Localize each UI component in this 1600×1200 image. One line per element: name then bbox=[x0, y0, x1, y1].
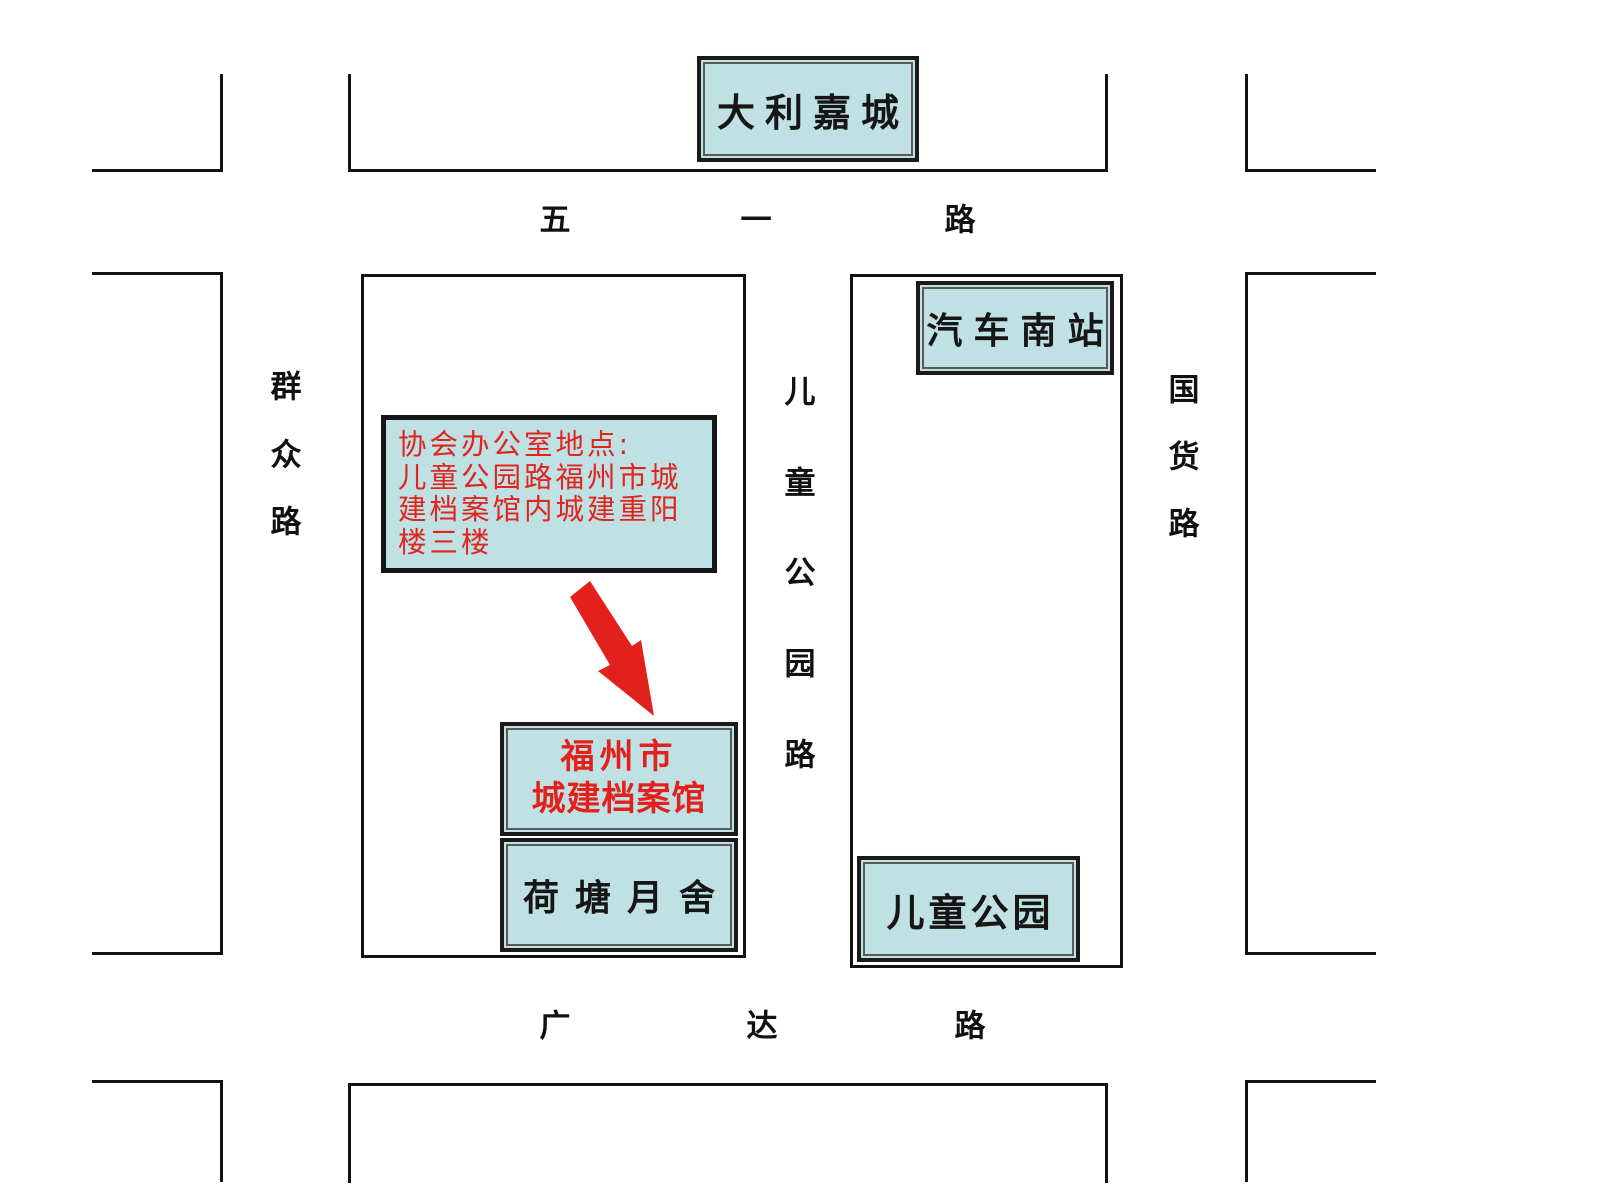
street-edge bbox=[1245, 952, 1376, 955]
street-edge bbox=[1245, 272, 1376, 275]
landmark-dalijia: 大利嘉城 bbox=[697, 56, 919, 162]
office-location-note: 协会办公室地点: 儿童公园路福州市城 建档案馆内城建重阳 楼三楼 bbox=[381, 415, 717, 573]
street-edge bbox=[1245, 272, 1248, 955]
city-block-east bbox=[850, 274, 1123, 968]
road-char: 一 bbox=[740, 202, 772, 239]
street-edge bbox=[348, 1083, 351, 1183]
road-char: 公 bbox=[784, 555, 816, 592]
road-char: 儿 bbox=[784, 374, 816, 411]
road-char: 路 bbox=[270, 504, 302, 541]
street-edge bbox=[92, 952, 223, 955]
archive-name-line1: 福州市 bbox=[560, 737, 678, 777]
landmark-bus-station: 汽车南站 bbox=[916, 281, 1114, 375]
road-char: 路 bbox=[944, 202, 976, 239]
street-edge bbox=[348, 169, 1108, 172]
archive-name-line2: 城建档案馆 bbox=[531, 779, 707, 819]
landmark-archive: 福州市 城建档案馆 bbox=[500, 722, 738, 836]
road-char: 园 bbox=[784, 646, 816, 683]
road-char: 五 bbox=[539, 202, 571, 239]
road-char: 路 bbox=[1168, 506, 1200, 543]
street-edge bbox=[92, 1080, 223, 1083]
landmark-ertong-park: 儿童公园 bbox=[857, 856, 1080, 962]
office-note-line: 建档案馆内城建重阳 bbox=[398, 493, 682, 526]
office-note-line: 儿童公园路福州市城 bbox=[398, 460, 682, 494]
road-char: 童 bbox=[784, 465, 816, 502]
road-char: 货 bbox=[1168, 439, 1200, 476]
road-char: 广 bbox=[539, 1008, 571, 1045]
street-edge bbox=[220, 1080, 223, 1182]
street-edge bbox=[92, 169, 223, 172]
road-char: 达 bbox=[746, 1008, 778, 1045]
office-note-line: 协会办公室地点: bbox=[398, 428, 632, 461]
road-char: 国 bbox=[1168, 372, 1200, 409]
street-edge bbox=[220, 272, 223, 955]
street-edge bbox=[348, 74, 351, 172]
road-char: 路 bbox=[954, 1008, 986, 1045]
road-char: 路 bbox=[784, 737, 816, 774]
street-edge bbox=[1245, 169, 1376, 172]
road-char: 众 bbox=[270, 437, 302, 474]
street-edge bbox=[1245, 74, 1248, 172]
street-edge bbox=[92, 272, 223, 275]
city-block-west bbox=[361, 274, 746, 958]
street-edge bbox=[1105, 1083, 1108, 1183]
street-edge bbox=[1245, 1080, 1248, 1182]
road-char: 群 bbox=[270, 369, 302, 406]
street-edge bbox=[1105, 74, 1108, 172]
street-edge bbox=[220, 74, 223, 172]
office-note-line: 楼三楼 bbox=[398, 525, 493, 559]
landmark-hetang: 荷塘月舍 bbox=[500, 838, 738, 952]
street-edge bbox=[348, 1083, 1108, 1086]
street-edge bbox=[1245, 1080, 1376, 1083]
